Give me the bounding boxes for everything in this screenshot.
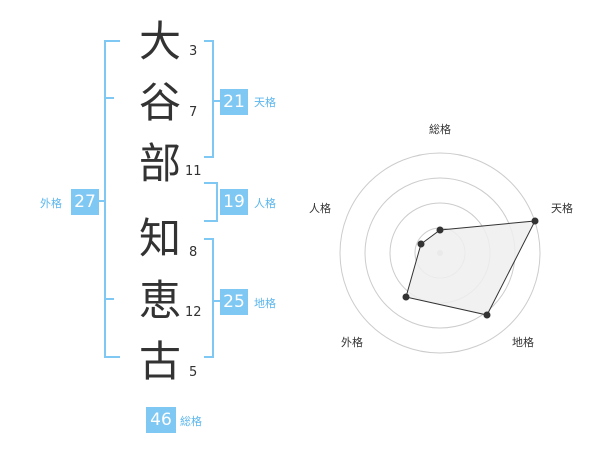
- jinkaku-bracket-top: [204, 182, 218, 184]
- radar-point-gaikaku: [402, 293, 410, 301]
- chikaku-bracket-top: [204, 238, 214, 240]
- radar-point-chikaku: [483, 311, 491, 319]
- name-char-6: 古: [138, 337, 181, 386]
- chikaku-label: 地格: [254, 297, 276, 310]
- chikaku-bracket-vertical: [212, 238, 214, 358]
- stroke-count-1: 3: [189, 44, 198, 59]
- gaikaku-score-badge: 27: [71, 189, 99, 215]
- gaikaku-connector: [98, 200, 106, 202]
- tenkaku-bracket-bottom: [204, 156, 214, 158]
- tenkaku-bracket-top: [204, 40, 214, 42]
- stroke-count-6: 5: [189, 365, 198, 380]
- jinkaku-bracket-bottom: [204, 220, 218, 222]
- gaikaku-bracket-top: [104, 40, 120, 42]
- chikaku-connector: [212, 300, 220, 302]
- stroke-count-5: 12: [185, 305, 202, 320]
- name-char-3: 部: [138, 139, 181, 188]
- jinkaku-score-badge: 19: [220, 189, 248, 215]
- soukaku-label: 総格: [180, 415, 202, 428]
- soukaku-score-badge: 46: [146, 407, 176, 433]
- name-char-5: 恵: [138, 276, 181, 325]
- tenkaku-bracket-vertical: [212, 40, 214, 158]
- chikaku-score-badge: 25: [220, 289, 248, 315]
- name-char-1: 大: [138, 17, 181, 66]
- stroke-count-3: 11: [185, 164, 202, 179]
- tenkaku-label: 天格: [254, 96, 276, 109]
- gaikaku-bracket-vertical: [104, 40, 106, 358]
- stroke-count-4: 8: [189, 245, 198, 260]
- tenkaku-score-badge: 21: [220, 89, 248, 115]
- radar-ring-4: [339, 152, 541, 354]
- name-char-2: 谷: [138, 78, 181, 127]
- jinkaku-bracket-vertical: [216, 182, 218, 222]
- radar-label-bottom-right: 地格: [512, 335, 534, 349]
- radar-point-soukaku: [436, 226, 444, 234]
- name-char-4: 知: [138, 214, 181, 263]
- gaikaku-label: 外格: [40, 197, 62, 210]
- stroke-count-2: 7: [189, 105, 198, 120]
- radar-label-left: 人格: [309, 201, 331, 215]
- radar-polygon: [405, 220, 536, 316]
- radar-label-bottom-left: 外格: [341, 335, 363, 349]
- radar-label-right: 天格: [551, 201, 573, 215]
- radar-point-jinkaku: [417, 240, 425, 248]
- jinkaku-label: 人格: [254, 197, 276, 210]
- tenkaku-connector: [212, 100, 220, 102]
- radar-point-tenkaku: [531, 217, 539, 225]
- gaikaku-bracket-bottom: [104, 356, 120, 358]
- gaikaku-tick-1: [104, 97, 114, 99]
- radar-label-top: 総格: [429, 122, 451, 136]
- chikaku-bracket-bottom: [204, 356, 214, 358]
- gaikaku-tick-2: [104, 298, 114, 300]
